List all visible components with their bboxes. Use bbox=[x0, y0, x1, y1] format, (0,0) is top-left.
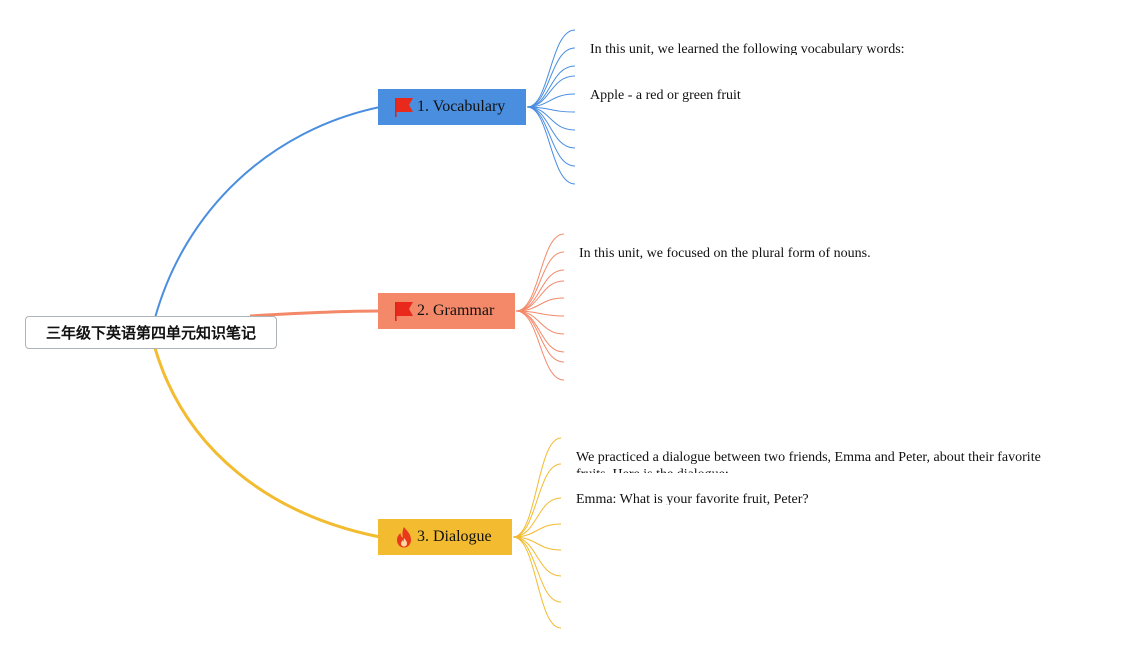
vocabulary-sublines bbox=[526, 29, 576, 185]
topic-vocabulary-label: 1. Vocabulary bbox=[417, 98, 506, 115]
vocabulary-note[interactable]: Apple - a red or green fruit bbox=[590, 88, 741, 103]
topic-dialogue[interactable]: 3. Dialogue bbox=[378, 519, 512, 555]
branch-dialogue bbox=[153, 347, 381, 539]
grammar-note[interactable]: In this unit, we focused on the plural f… bbox=[579, 246, 871, 259]
dialogue-note[interactable]: Emma: What is your favorite fruit, Peter… bbox=[576, 492, 809, 505]
dialogue-note[interactable]: We practiced a dialogue between two frie… bbox=[576, 450, 1041, 473]
topic-dialogue-label: 3. Dialogue bbox=[417, 528, 492, 545]
branch-grammar bbox=[249, 309, 381, 318]
dialogue-sublines bbox=[512, 437, 562, 629]
fire-icon bbox=[395, 526, 413, 548]
topic-grammar-label: 2. Grammar bbox=[417, 302, 495, 319]
topic-grammar[interactable]: 2. Grammar bbox=[378, 293, 515, 329]
root-topic-label: 三年级下英语第四单元知识笔记 bbox=[45, 324, 256, 342]
grammar-sublines bbox=[515, 233, 565, 381]
topic-vocabulary[interactable]: 1. Vocabulary bbox=[378, 89, 526, 125]
flag-icon bbox=[395, 301, 413, 321]
root-topic[interactable]: 三年级下英语第四单元知识笔记 bbox=[25, 316, 277, 349]
branch-vocabulary bbox=[154, 106, 381, 319]
vocabulary-note[interactable]: In this unit, we learned the following v… bbox=[590, 42, 905, 55]
flag-icon bbox=[395, 97, 413, 117]
